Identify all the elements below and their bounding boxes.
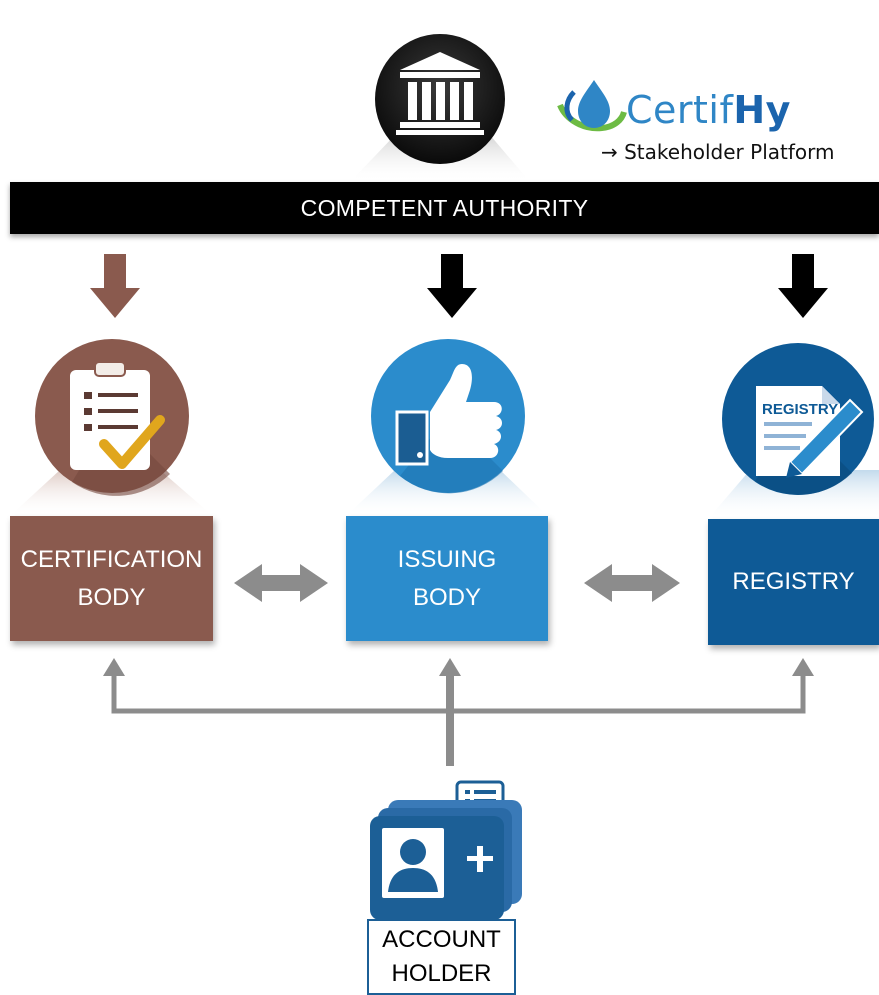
institution-building-icon <box>350 34 530 182</box>
issuing-body-line2: BODY <box>412 583 481 611</box>
account-connectors <box>103 658 814 766</box>
arrow-down-registry <box>778 254 828 318</box>
clipboard-checkmark-icon <box>10 339 213 516</box>
logo-brand-part1: Certif <box>626 88 734 132</box>
double-arrow-issuing-registry <box>584 564 680 602</box>
issuing-body-box: ISSUING BODY <box>346 516 548 641</box>
account-holder-line1: ACCOUNT <box>382 926 501 953</box>
registry-box: REGISTRY <box>708 519 879 645</box>
issuing-body-line1: ISSUING <box>397 545 497 573</box>
certification-body-line1: CERTIFICATION <box>20 545 203 573</box>
logo-brand-part2: Hy <box>733 88 791 132</box>
double-arrow-cert-issuing <box>234 564 328 602</box>
certifhy-logo-icon <box>557 80 627 132</box>
logo-subtitle: → Stakeholder Platform <box>601 140 835 164</box>
account-holder-box: ACCOUNT HOLDER <box>367 919 516 995</box>
thumbs-up-icon <box>346 339 548 516</box>
registry-label: REGISTRY <box>732 568 855 595</box>
competent-authority-label: COMPETENT AUTHORITY <box>300 194 589 221</box>
certifhy-logo-text: CertifHy <box>626 88 791 132</box>
certification-body-box: CERTIFICATION BODY <box>10 516 213 641</box>
arrow-down-issuing <box>427 254 477 318</box>
arrow-down-certification <box>90 254 140 318</box>
registry-icon-text: REGISTRY <box>762 401 838 418</box>
add-account-card-icon <box>370 780 522 920</box>
account-holder-line2: HOLDER <box>391 960 492 987</box>
competent-authority-bar: COMPETENT AUTHORITY <box>10 182 879 234</box>
registry-document-pen-icon: REGISTRY <box>708 343 879 519</box>
certification-body-line2: BODY <box>77 583 146 611</box>
